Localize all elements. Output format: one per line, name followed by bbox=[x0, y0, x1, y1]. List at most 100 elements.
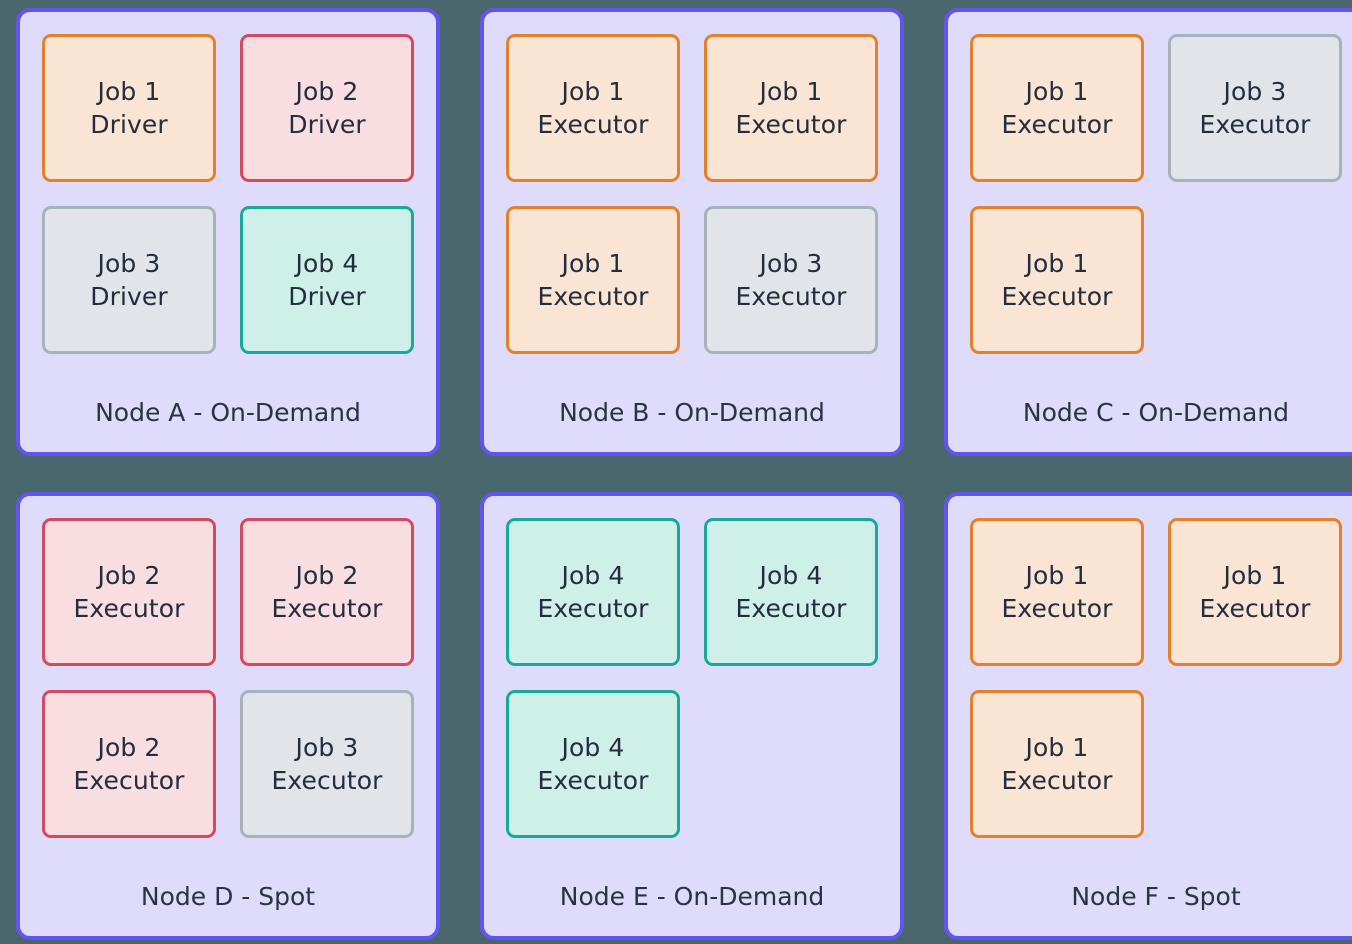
empty-slot bbox=[1168, 690, 1342, 838]
job-name-label: Job 1 bbox=[1025, 248, 1089, 278]
job-slot: Job 1 Executor bbox=[506, 206, 680, 354]
job-slot: Job 1 Executor bbox=[704, 34, 878, 182]
job-box[interactable]: Job 4 Executor bbox=[506, 518, 680, 666]
job-box[interactable]: Job 1 Executor bbox=[1168, 518, 1342, 666]
job-name-label: Job 1 bbox=[1025, 76, 1089, 106]
job-slot: Job 4 Executor bbox=[506, 518, 680, 666]
job-slot: Job 3 Executor bbox=[240, 690, 414, 838]
job-slot: Job 1 Executor bbox=[1168, 518, 1342, 666]
job-slot: Job 1 Executor bbox=[970, 206, 1144, 354]
job-box[interactable]: Job 3 Executor bbox=[240, 690, 414, 838]
job-role-label: Driver bbox=[288, 110, 366, 139]
job-slot: Job 3 Executor bbox=[704, 206, 878, 354]
job-name-label: Job 4 bbox=[561, 560, 625, 590]
job-role-label: Executor bbox=[735, 282, 847, 311]
job-name-label: Job 3 bbox=[97, 248, 161, 278]
empty-slot bbox=[704, 690, 878, 838]
job-box[interactable]: Job 2 Executor bbox=[42, 518, 216, 666]
job-name-label: Job 4 bbox=[561, 732, 625, 762]
job-box[interactable]: Job 3 Driver bbox=[42, 206, 216, 354]
job-box[interactable]: Job 1 Driver bbox=[42, 34, 216, 182]
job-name-label: Job 3 bbox=[759, 248, 823, 278]
job-name-label: Job 2 bbox=[295, 560, 359, 590]
job-name-label: Job 1 bbox=[561, 76, 625, 106]
job-name-label: Job 2 bbox=[97, 560, 161, 590]
job-name-label: Job 1 bbox=[1223, 560, 1287, 590]
job-name-label: Job 1 bbox=[759, 76, 823, 106]
job-role-label: Executor bbox=[73, 594, 185, 623]
job-role-label: Executor bbox=[1199, 594, 1311, 623]
job-box[interactable]: Job 1 Executor bbox=[506, 34, 680, 182]
node-label: Node E - On-Demand bbox=[559, 882, 825, 911]
job-role-label: Executor bbox=[1001, 282, 1113, 311]
job-box[interactable]: Job 1 Executor bbox=[970, 34, 1144, 182]
job-role-label: Driver bbox=[288, 282, 366, 311]
job-box[interactable]: Job 2 Executor bbox=[240, 518, 414, 666]
job-role-label: Driver bbox=[90, 110, 168, 139]
job-slot: Job 4 Driver bbox=[240, 206, 414, 354]
job-name-label: Job 3 bbox=[295, 732, 359, 762]
job-role-label: Executor bbox=[73, 766, 185, 795]
job-name-label: Job 4 bbox=[295, 248, 359, 278]
node-label: Node C - On-Demand bbox=[1022, 398, 1290, 427]
empty-slot bbox=[1168, 206, 1342, 354]
job-role-label: Driver bbox=[90, 282, 168, 311]
job-box[interactable]: Job 1 Executor bbox=[970, 206, 1144, 354]
job-slot: Job 2 Executor bbox=[42, 690, 216, 838]
empty-slot-placeholder bbox=[1168, 690, 1342, 838]
job-slot: Job 2 Executor bbox=[240, 518, 414, 666]
job-role-label: Executor bbox=[271, 594, 383, 623]
job-slot: Job 1 Executor bbox=[970, 34, 1144, 182]
node-label: Node F - Spot bbox=[1071, 882, 1241, 911]
job-box[interactable]: Job 1 Executor bbox=[506, 206, 680, 354]
node-label: Node A - On-Demand bbox=[95, 398, 361, 427]
job-role-label: Executor bbox=[271, 766, 383, 795]
job-role-label: Executor bbox=[537, 594, 649, 623]
node-label: Node D - Spot bbox=[140, 882, 316, 911]
job-box[interactable]: Job 3 Executor bbox=[704, 206, 878, 354]
job-role-label: Executor bbox=[735, 110, 847, 139]
job-box[interactable]: Job 4 Driver bbox=[240, 206, 414, 354]
job-name-label: Job 1 bbox=[97, 76, 161, 106]
job-role-label: Executor bbox=[1001, 766, 1113, 795]
job-role-label: Executor bbox=[537, 110, 649, 139]
job-name-label: Job 4 bbox=[759, 560, 823, 590]
job-slot: Job 1 Executor bbox=[506, 34, 680, 182]
job-role-label: Executor bbox=[1001, 110, 1113, 139]
job-name-label: Job 2 bbox=[97, 732, 161, 762]
job-role-label: Executor bbox=[537, 282, 649, 311]
job-slot: Job 1 Driver bbox=[42, 34, 216, 182]
empty-slot-placeholder bbox=[1168, 206, 1342, 354]
job-name-label: Job 2 bbox=[295, 76, 359, 106]
job-box[interactable]: Job 1 Executor bbox=[704, 34, 878, 182]
job-box[interactable]: Job 2 Executor bbox=[42, 690, 216, 838]
job-name-label: Job 3 bbox=[1223, 76, 1287, 106]
job-name-label: Job 1 bbox=[1025, 560, 1089, 590]
empty-slot-placeholder bbox=[704, 690, 878, 838]
job-box[interactable]: Job 2 Driver bbox=[240, 34, 414, 182]
job-name-label: Job 1 bbox=[561, 248, 625, 278]
job-slot: Job 2 Executor bbox=[42, 518, 216, 666]
